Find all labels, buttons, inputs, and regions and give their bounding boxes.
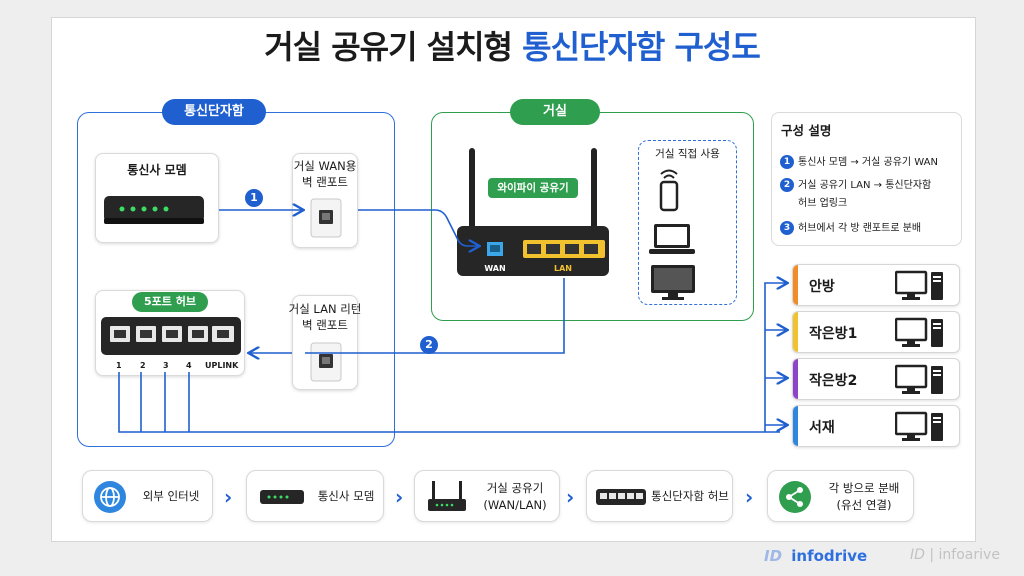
chevron-right-icon: › xyxy=(566,485,575,509)
flow-step-hub: 통신단자함 허브 xyxy=(586,470,733,522)
chevron-right-icon: › xyxy=(745,485,754,509)
living-room-pill: 거실 xyxy=(510,99,600,125)
globe-icon xyxy=(94,481,126,513)
hub-port-label: 1 xyxy=(116,361,122,370)
flow-label: 거실 공유기 xyxy=(486,481,544,495)
room-color-bar xyxy=(793,265,798,305)
flow-step-modem: 통신사 모뎀 xyxy=(246,470,384,522)
chevron-right-icon: › xyxy=(224,485,233,509)
watermark-logo: ID infodrive xyxy=(764,547,868,565)
lan-wall-port-label-2: 벽 랜포트 xyxy=(302,318,348,332)
watermark-logo-faint: ID | infoarive xyxy=(910,547,1000,563)
wan-wall-port-label-1: 거실 WAN용 xyxy=(293,159,357,173)
hub-pill: 5포트 허브 xyxy=(132,292,208,312)
callout-2: 2 xyxy=(420,336,438,354)
modem-label: 통신사 모뎀 xyxy=(127,163,187,177)
wan-wall-port-label-2: 벽 랜포트 xyxy=(302,175,348,189)
room-color-bar xyxy=(793,359,798,399)
desktop-pc-icon xyxy=(895,411,943,441)
legend-item-2-cont: 허브 업링크 xyxy=(798,198,848,209)
callout-1: 1 xyxy=(245,189,263,207)
room-name: 작은방1 xyxy=(809,326,858,342)
desktop-pc-icon xyxy=(895,270,943,300)
desktop-pc-icon xyxy=(895,317,943,347)
chevron-right-icon: › xyxy=(395,485,404,509)
flow-step-router: 거실 공유기 (WAN/LAN) xyxy=(414,470,560,522)
legend-card xyxy=(771,112,962,246)
hub-icon xyxy=(101,317,241,355)
room-name: 서재 xyxy=(809,420,835,436)
router-pill: 와이파이 공유기 xyxy=(488,178,578,198)
router-icon xyxy=(457,148,609,276)
flow-label: 통신사 모뎀 xyxy=(317,489,375,503)
modem-icon xyxy=(104,196,204,224)
desktop-pc-icon xyxy=(895,364,943,394)
wall-jack-icon xyxy=(310,198,342,238)
direct-use-group xyxy=(638,140,737,305)
legend-title: 구성 설명 xyxy=(781,123,832,138)
flow-label: 통신단자함 허브 xyxy=(651,489,729,503)
router-lan-label: LAN xyxy=(554,264,572,273)
laptop-icon xyxy=(649,224,695,254)
direct-use-label: 거실 직접 사용 xyxy=(655,148,720,160)
flow-label-sub: (유선 연결) xyxy=(836,498,892,512)
hub-icon xyxy=(596,489,646,505)
hub-port-label: 3 xyxy=(163,361,169,370)
router-icon xyxy=(428,481,466,511)
hub-port-label: 4 xyxy=(186,361,192,370)
room-card: 서재 xyxy=(792,405,960,447)
hub-port-label: UPLINK xyxy=(205,361,239,370)
room-card: 작은방2 xyxy=(792,358,960,400)
room-color-bar xyxy=(793,406,798,446)
hub-port-label: 2 xyxy=(140,361,146,370)
room-color-bar xyxy=(793,312,798,352)
monitor-icon xyxy=(651,265,695,300)
room-name: 안방 xyxy=(809,279,835,295)
room-card: 안방 xyxy=(792,264,960,306)
flow-label: 각 방으로 분배 xyxy=(828,481,900,495)
modem-icon xyxy=(260,490,304,504)
flow-label: 외부 인터넷 xyxy=(142,489,200,503)
room-name: 작은방2 xyxy=(809,373,858,389)
page-title: 거실 공유기 설치형 통신단자함 구성도 xyxy=(264,28,761,66)
flow-step-internet: 외부 인터넷 xyxy=(82,470,213,522)
terminal-box-pill: 통신단자함 xyxy=(162,99,266,125)
router-wan-label: WAN xyxy=(484,264,506,273)
share-icon xyxy=(779,481,811,513)
flow-step-distribute: 각 방으로 분배 (유선 연결) xyxy=(767,470,914,522)
room-card: 작은방1 xyxy=(792,311,960,353)
flow-label-sub: (WAN/LAN) xyxy=(483,498,547,512)
smartphone-icon xyxy=(659,169,679,212)
lan-wall-port-label-1: 거실 LAN 리턴 xyxy=(288,302,362,316)
